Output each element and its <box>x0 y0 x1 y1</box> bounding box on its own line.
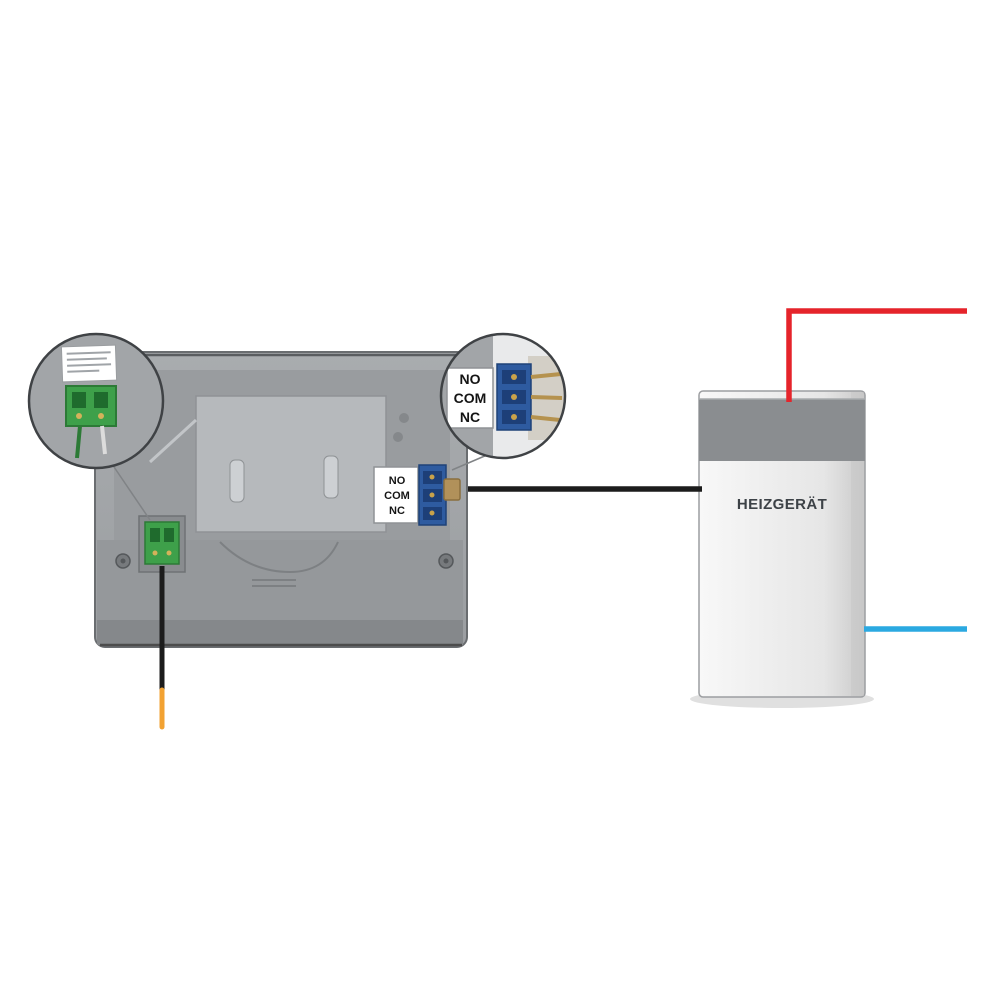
callout-label-no: NO <box>459 370 481 387</box>
panel-step-edge <box>148 418 198 464</box>
panel-clip-right <box>323 455 339 499</box>
callout-blue-screw-3 <box>511 414 517 420</box>
relay-screw-3 <box>429 510 435 516</box>
callout-green-wire <box>75 425 82 459</box>
thermostat-backplate <box>94 351 468 648</box>
screw-hole-left-center <box>120 558 126 564</box>
live-wire-red <box>786 308 967 402</box>
heater-top-panel <box>699 399 865 461</box>
callout-left-ring <box>27 332 165 470</box>
callout-label-box <box>446 367 494 429</box>
callout-label-nc: NC <box>459 408 481 425</box>
panel-clip-left <box>229 459 245 503</box>
relay-screw-1 <box>429 474 435 480</box>
callout-left-leader <box>111 463 151 521</box>
mounting-panel <box>195 395 387 533</box>
cover-tab-curve <box>219 541 339 574</box>
callout-terminal-label: NO COM NC <box>447 368 493 428</box>
callout-green-screw-2 <box>98 413 104 419</box>
callout-green-screw-1 <box>76 413 82 419</box>
relay-label-no: NO <box>388 474 406 487</box>
callout-green-slot-2 <box>94 392 108 408</box>
callout-tan-wire-2 <box>530 395 563 400</box>
sensor-screw-2 <box>166 550 172 556</box>
sensor-screw-1 <box>152 550 158 556</box>
relay-terminal-label-box <box>373 466 419 524</box>
heater-box <box>690 390 874 708</box>
callout-left <box>27 332 165 470</box>
relay-terminal-label: NO COM NC <box>375 468 419 524</box>
fine-print-label <box>60 344 118 383</box>
callout-tan-wire-3 <box>530 415 561 422</box>
sensor-slot-2 <box>164 528 174 542</box>
callout-green-slot-1 <box>72 392 86 408</box>
callout-blue-screw-1 <box>511 374 517 380</box>
callout-right-leader <box>451 454 488 471</box>
callout-blue-screw-2 <box>511 394 517 400</box>
heater-label: HEIZGERÄT <box>736 496 828 513</box>
boss-bottom <box>393 432 403 442</box>
relay-label-com: COM <box>384 489 410 502</box>
sensor-slot-1 <box>150 528 160 542</box>
callout-label-com: COM <box>453 389 487 406</box>
relay-label-nc: NC <box>389 504 405 517</box>
callout-white-wire <box>100 425 107 455</box>
heater-body <box>698 390 866 698</box>
boss-top <box>399 413 409 423</box>
screw-hole-right-center <box>443 558 449 564</box>
wire-plug <box>443 478 461 501</box>
bottom-strip <box>97 620 463 645</box>
heater-side-shade <box>851 392 864 696</box>
relay-screw-2 <box>429 492 435 498</box>
callout-tan-wire-1 <box>530 372 562 379</box>
callout-right-ring <box>439 332 567 460</box>
